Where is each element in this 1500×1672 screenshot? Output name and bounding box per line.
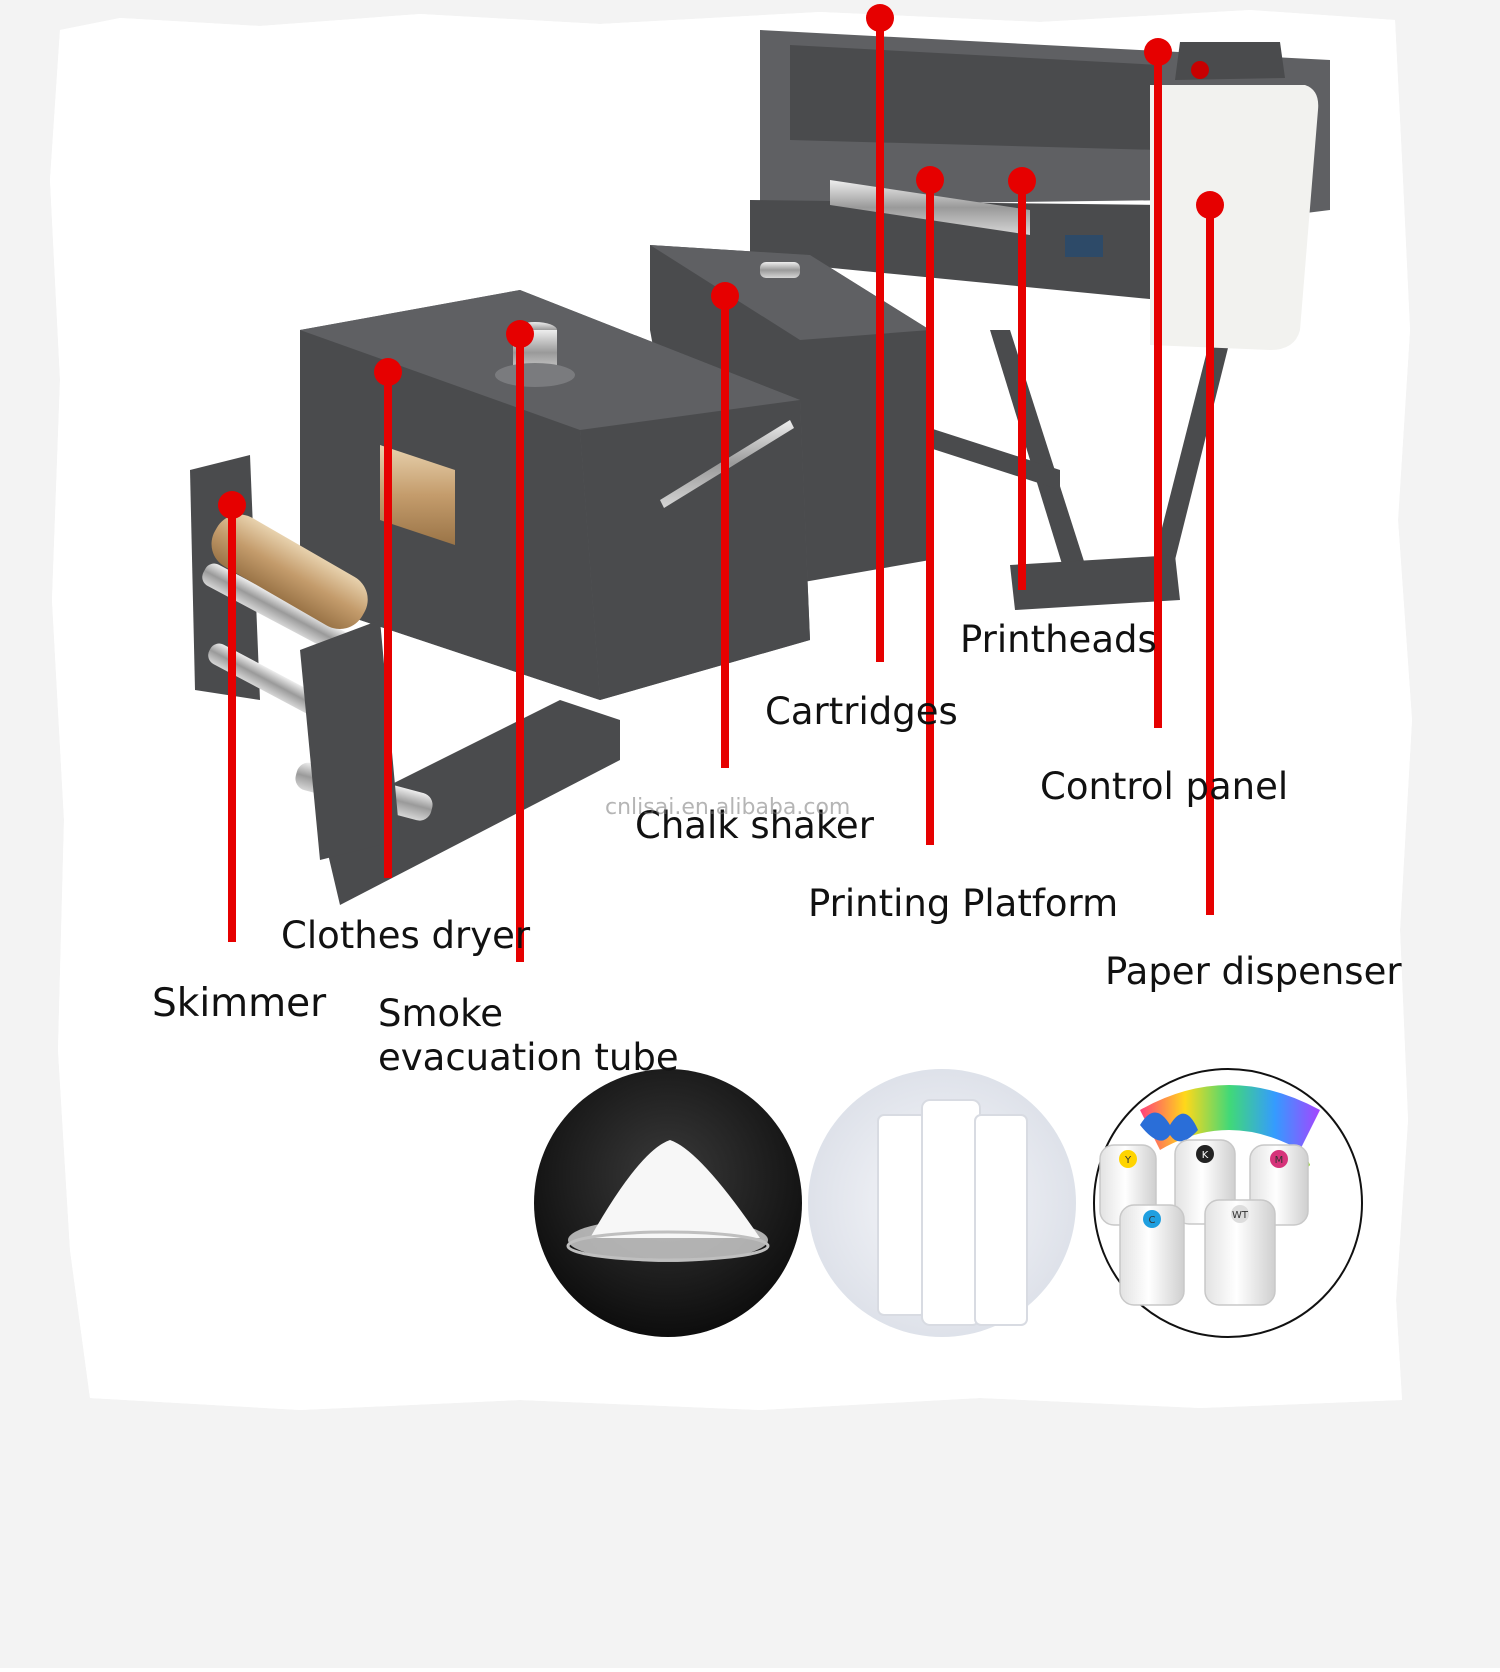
printer-stand-left-leg (990, 330, 1090, 590)
ink-bottle-cap (1143, 1210, 1161, 1228)
ink-bottle-label: WT (1232, 1210, 1249, 1221)
ink-bottle-cap (1196, 1145, 1214, 1163)
film-rolls-icon (808, 1069, 1076, 1337)
callout-dot-chalk-shaker (711, 282, 739, 310)
label-control-panel: Control panel (1040, 765, 1289, 808)
label-chalk-shaker: Chalk shaker (635, 804, 874, 847)
label-paper-dispenser: Paper dispenser (1105, 950, 1402, 993)
callout-lines (218, 4, 1224, 962)
label-printheads: Printheads (960, 618, 1157, 661)
watermark: cnlisai.en.alibaba.com (605, 795, 851, 820)
printer-side-cover (1150, 85, 1319, 350)
callout-dot-control-panel (1144, 38, 1172, 66)
callout-dot-clothes-dryer (374, 358, 402, 386)
powder-dish-icon (534, 1069, 802, 1337)
callout-dot-printing-platform (916, 166, 944, 194)
ink-bottle: C (1119, 1204, 1185, 1306)
ink-bottle-label: Y (1124, 1155, 1132, 1166)
butterfly-icon (1140, 1112, 1198, 1142)
label-printing-platform: Printing Platform (808, 882, 1119, 925)
ink-bottle-label: M (1275, 1155, 1284, 1166)
emergency-stop-button (1191, 61, 1209, 79)
callout-dot-smoke-evacuation-tube (506, 320, 534, 348)
paper-slot (380, 445, 455, 545)
consumables-row: Y K M C WT (534, 1068, 1363, 1338)
callout-dot-paper-dispenser (1196, 191, 1224, 219)
dryer-side (580, 400, 810, 700)
transfer-paper-roll (211, 514, 368, 629)
ink-bottle-cap (1270, 1150, 1288, 1168)
printer-display (1065, 235, 1103, 257)
printer-lower-body (750, 200, 1160, 300)
shaker-top (650, 245, 930, 340)
label-skimmer: Skimmer (152, 981, 327, 1026)
callout-dot-skimmer (218, 491, 246, 519)
label-smoke-evacuation-tube: Smoke evacuation tube (378, 992, 679, 1079)
ink-bottle: WT (1204, 1199, 1276, 1306)
roll-frame-right (300, 620, 400, 860)
printer-stand-foot (1010, 555, 1180, 610)
callout-dot-printheads (1008, 167, 1036, 195)
printer-stand-right-leg (1150, 300, 1240, 580)
ink-bottles-icon: Y K M C WT (1093, 1068, 1363, 1338)
shaker-handle (760, 262, 800, 278)
label-clothes-dryer: Clothes dryer (281, 914, 531, 957)
ink-bottle-label: K (1202, 1150, 1209, 1161)
dryer-base-tray (320, 700, 620, 905)
ink-bottle-cap (1231, 1205, 1249, 1223)
upper-roller-rod (202, 563, 366, 663)
ink-bottle-label: C (1149, 1215, 1156, 1226)
printer-top-box (1175, 42, 1285, 80)
clothes-dryer-illustration (300, 290, 810, 905)
label-cartridges: Cartridges (765, 690, 958, 733)
skimmer-illustration (190, 455, 433, 860)
callout-dot-cartridges (866, 4, 894, 32)
ink-bottle-cap (1119, 1150, 1137, 1168)
